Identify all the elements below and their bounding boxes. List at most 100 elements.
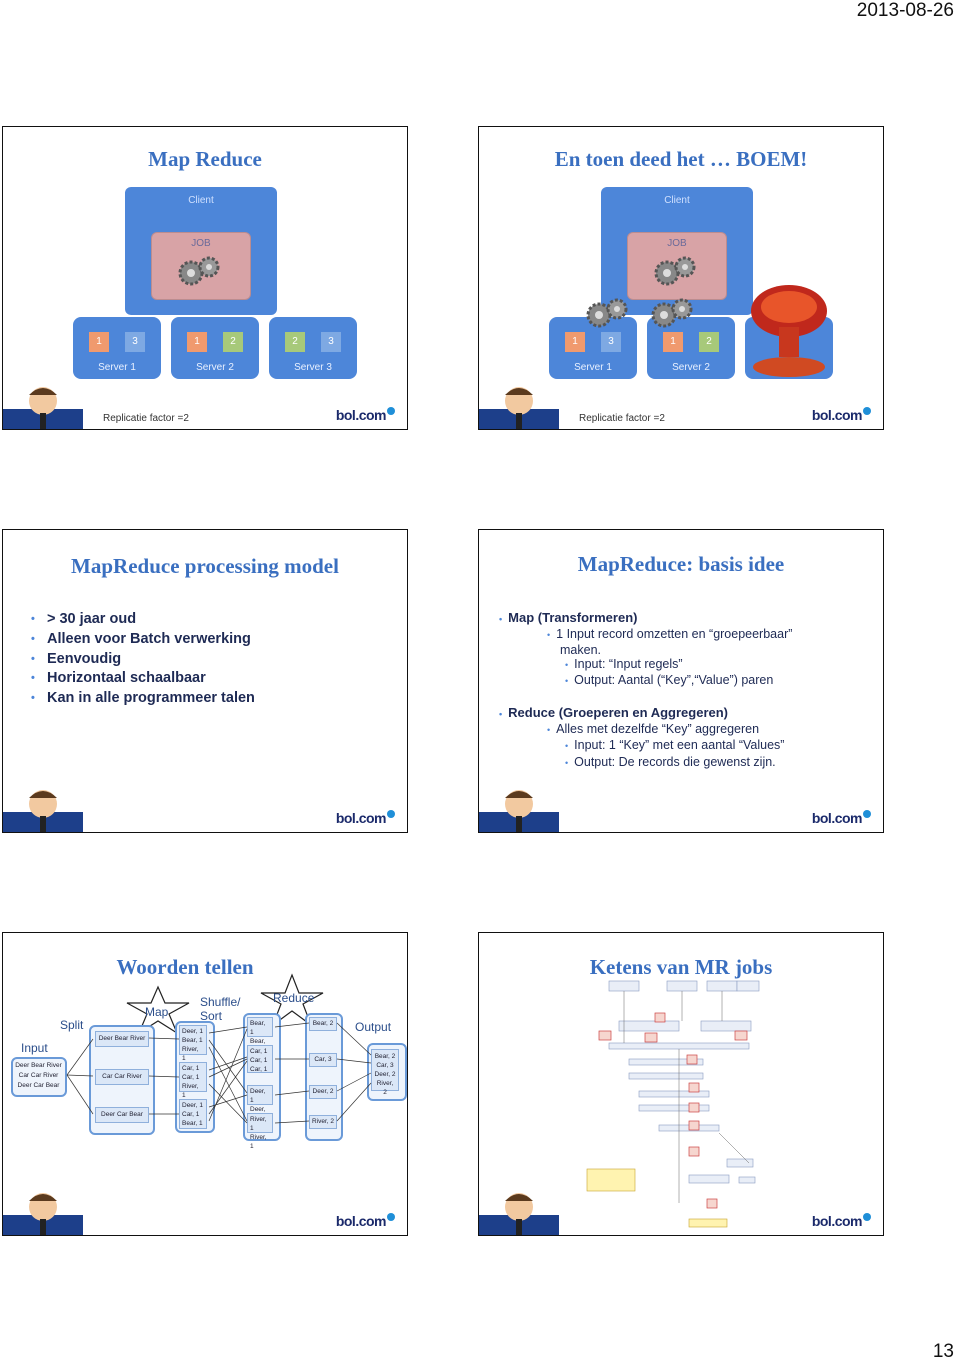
input-line: Deer Car Bear bbox=[17, 1082, 60, 1089]
block: 1 bbox=[187, 332, 207, 352]
reduce-box: River, 2 bbox=[309, 1115, 337, 1129]
bolcom-logo: bol.com bbox=[812, 810, 871, 826]
server-name: Server 2 bbox=[672, 362, 710, 373]
mascot-avatar bbox=[3, 790, 83, 832]
job-label: JOB bbox=[667, 238, 687, 249]
server-name: Server 1 bbox=[574, 362, 612, 373]
block: 1 bbox=[663, 332, 683, 352]
map-input: Input: “Input regels” bbox=[574, 657, 683, 671]
bolcom-logo: bol.com bbox=[336, 1213, 395, 1229]
replication-factor: Replicatie factor =2 bbox=[103, 413, 189, 424]
job-label: JOB bbox=[191, 238, 211, 249]
page-number: 13 bbox=[932, 1341, 954, 1362]
bolcom-logo: bol.com bbox=[336, 810, 395, 826]
bullet: Eenvoudig bbox=[23, 650, 255, 670]
server-2: 1 2 Server 2 bbox=[647, 317, 735, 379]
explosion-icon bbox=[751, 285, 827, 377]
slide-map-reduce: Map Reduce Client JOB 1 3 Server 1 1 2 S… bbox=[2, 126, 408, 430]
mascot-avatar bbox=[3, 1193, 83, 1235]
block: 2 bbox=[699, 332, 719, 352]
slide-title: MapReduce: basis idee bbox=[577, 552, 785, 576]
bolcom-logo: bol.com bbox=[336, 407, 395, 423]
input-line: Car Car River bbox=[18, 1072, 59, 1079]
reduce-heading: Reduce (Groeperen en Aggregeren) bbox=[508, 705, 729, 720]
slide-boem: En toen deed het … BOEM! Client JOB 1 3 … bbox=[478, 126, 884, 430]
bullet-list: > 30 jaar oud Alleen voor Batch verwerki… bbox=[23, 610, 255, 709]
reduce-box: Deer, 2 bbox=[309, 1085, 337, 1099]
label-map: Map bbox=[145, 1005, 169, 1019]
reduce-line: Alles met dezelfde “Key” aggregeren bbox=[556, 722, 760, 736]
client-box: Client JOB bbox=[601, 187, 753, 315]
client-label: Client bbox=[188, 195, 214, 206]
bullet: Horizontaal schaalbaar bbox=[23, 669, 255, 689]
label-output: Output bbox=[355, 1020, 392, 1034]
reduce-input: Input: 1 “Key” met een aantal “Values” bbox=[574, 738, 785, 752]
job-box: JOB bbox=[627, 232, 727, 300]
block: 3 bbox=[125, 332, 145, 352]
block: 1 bbox=[89, 332, 109, 352]
map-line-cont: maken. bbox=[560, 643, 601, 657]
label-input: Input bbox=[21, 1041, 48, 1055]
mascot-avatar bbox=[479, 1193, 559, 1235]
server-1: 1 3 Server 1 bbox=[549, 317, 637, 379]
server-name: Server 1 bbox=[98, 362, 136, 373]
block: 1 bbox=[565, 332, 585, 352]
mascot-avatar bbox=[3, 387, 83, 429]
bolcom-logo: bol.com bbox=[812, 1213, 871, 1229]
server-2: 1 2 Server 2 bbox=[171, 317, 259, 379]
input-box: Deer Bear River Car Car River Deer Car B… bbox=[11, 1057, 67, 1097]
page-date: 2013-08-26 bbox=[856, 0, 954, 21]
gears-icon bbox=[586, 298, 628, 328]
star-icon bbox=[260, 973, 324, 1027]
server-name: Server 3 bbox=[294, 362, 332, 373]
input-line: Deer Bear River bbox=[15, 1062, 62, 1069]
replication-factor: Replicatie factor =2 bbox=[579, 413, 665, 424]
mascot-avatar bbox=[479, 790, 559, 832]
gears-icon bbox=[654, 256, 696, 286]
map-heading: Map (Transformeren) bbox=[508, 610, 638, 625]
block: 3 bbox=[601, 332, 621, 352]
job-box: JOB bbox=[151, 232, 251, 300]
block: 2 bbox=[285, 332, 305, 352]
server-1: 1 3 Server 1 bbox=[73, 317, 161, 379]
gears-icon bbox=[651, 298, 693, 328]
block: 3 bbox=[321, 332, 341, 352]
slide-basis-idee: MapReduce: basis idee •Map (Transformere… bbox=[478, 529, 884, 833]
slide-ketens-mr-jobs: Ketens van MR jobs bol.com bbox=[478, 932, 884, 1236]
bullet: > 30 jaar oud bbox=[23, 610, 255, 630]
split-box: Deer Car Bear bbox=[95, 1107, 149, 1123]
reduce-box: Car, 3 bbox=[309, 1053, 337, 1067]
slide-title: Ketens van MR jobs bbox=[589, 955, 773, 979]
server-name: Server 2 bbox=[196, 362, 234, 373]
bullet: Alleen voor Batch verwerking bbox=[23, 630, 255, 650]
map-output: Output: Aantal (“Key”,“Value”) paren bbox=[574, 673, 774, 687]
split-box: Deer Bear River bbox=[95, 1031, 149, 1047]
slide-title: Woorden tellen bbox=[116, 955, 254, 979]
slide-woorden-tellen: Woorden tellen Input Split Map Shuffle/ … bbox=[2, 932, 408, 1236]
label-reduce: Reduce bbox=[273, 991, 315, 1005]
slide-title: MapReduce processing model bbox=[71, 554, 339, 578]
bolcom-logo: bol.com bbox=[812, 407, 871, 423]
bullet: Kan in alle programmeer talen bbox=[23, 689, 255, 709]
reduce-output: Output: De records die gewenst zijn. bbox=[574, 755, 776, 769]
server-3: 2 3 Server 3 bbox=[269, 317, 357, 379]
gears-icon bbox=[178, 256, 220, 286]
slide-title: En toen deed het … BOEM! bbox=[554, 147, 808, 171]
label-split: Split bbox=[60, 1018, 84, 1032]
star-icon bbox=[126, 985, 190, 1035]
map-line: 1 Input record omzetten en “groepeerbaar… bbox=[556, 627, 793, 641]
mascot-avatar bbox=[479, 387, 559, 429]
reduce-box: Bear, 2 bbox=[309, 1017, 337, 1031]
client-label: Client bbox=[664, 195, 690, 206]
job-chain-diagram bbox=[586, 980, 760, 1228]
split-box: Car Car River bbox=[95, 1069, 149, 1085]
label-shuffle: Shuffle/ Sort bbox=[200, 995, 241, 1023]
